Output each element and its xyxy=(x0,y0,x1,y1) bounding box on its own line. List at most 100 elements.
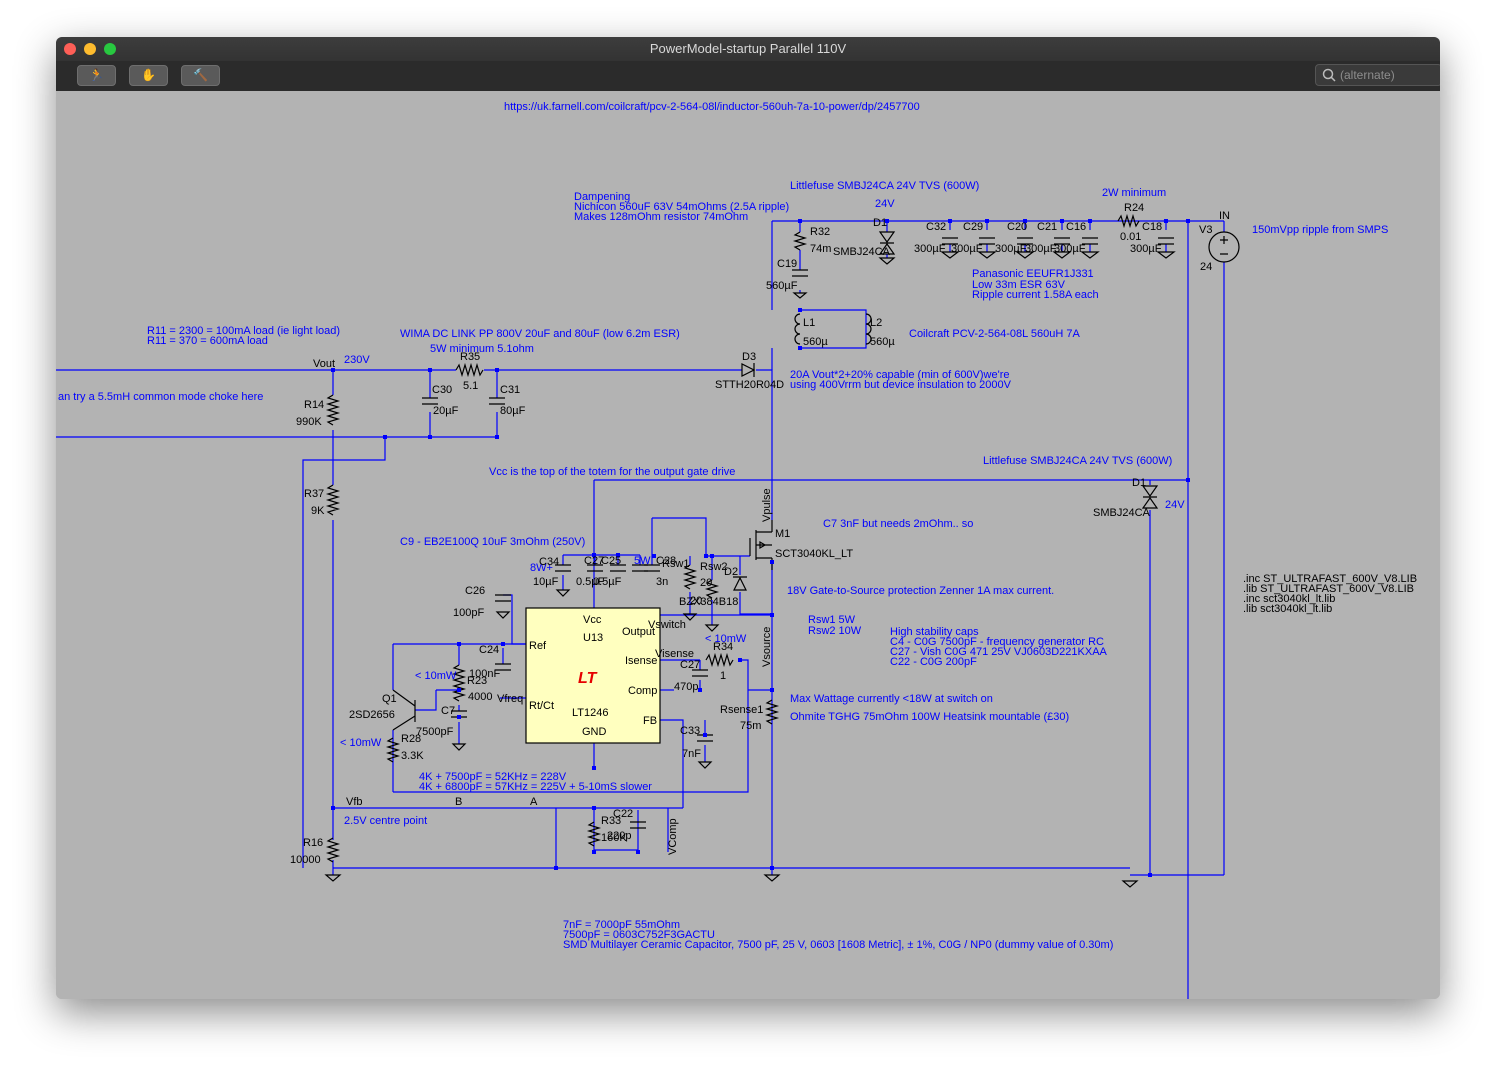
cap-300-label: 300µF xyxy=(1054,243,1086,255)
c33-v-label: 7nF xyxy=(682,748,701,760)
r16-label: R16 xyxy=(303,837,323,849)
u13-label: U13 xyxy=(583,632,603,644)
r28-label: R28 xyxy=(401,733,421,745)
c29-label: C29 xyxy=(963,221,983,233)
rsw1-label: Rsw1 xyxy=(662,558,690,570)
q1-part-label: 2SD2656 xyxy=(349,709,395,721)
r33-v-label: 160K xyxy=(601,832,627,844)
rsw-note-line2: Rsw2 10W xyxy=(808,625,862,637)
c24-v-label: 100nF xyxy=(469,668,500,680)
junction-dots xyxy=(331,219,1190,877)
mw10-label-c: < 10mW xyxy=(340,737,382,749)
d3-label: D3 xyxy=(742,351,756,363)
toolbar: 🏃 ✋ 🔨 (alternate) xyxy=(56,61,1440,92)
bottom-line3: SMD Multilayer Ceramic Capacitor, 7500 p… xyxy=(563,939,1113,951)
c25-label: C25 xyxy=(601,555,621,567)
lt1246-ic[interactable] xyxy=(525,607,661,744)
c33-label: C33 xyxy=(680,725,700,737)
w8-label: 8W+ xyxy=(530,562,553,574)
lt1246-label: LT1246 xyxy=(572,707,609,719)
spice-directives: .inc ST_ULTRAFAST_600V_V8.LIB .lib ST_UL… xyxy=(1243,573,1417,615)
q1-label: Q1 xyxy=(382,693,397,705)
c25-v2-label: 0.5µF xyxy=(593,576,622,588)
c22-v-label: 220p xyxy=(607,830,631,842)
cap-300-label: 300µF xyxy=(914,243,946,255)
comp-pin-label: Comp xyxy=(628,685,657,697)
schematic-canvas[interactable]: Vcc U13 Output Ref Isense Comp Rt/Ct FB … xyxy=(56,91,1440,999)
vfreq-label: Vfreq xyxy=(497,693,523,705)
c30-label: C30 xyxy=(432,384,452,396)
c18-label: C18 xyxy=(1142,221,1162,233)
rtct-pin-label: Rt/Ct xyxy=(529,700,554,712)
halt-icon: ✋ xyxy=(141,68,156,82)
c28-v-label: 3n xyxy=(656,576,668,588)
r24-label: R24 xyxy=(1124,202,1144,214)
d2-part-label: BZX384B18 xyxy=(679,596,738,608)
vswitch-label: Vswitch xyxy=(648,619,686,631)
component-labels: D1 SMBJ24CA R32 74m C19 560µF C32 C29 C2… xyxy=(290,202,1230,866)
c34-v-label: 10µF xyxy=(533,576,559,588)
title-bar: PowerModel-startup Parallel 110V xyxy=(56,37,1440,61)
w2-min-note: 2W minimum xyxy=(1102,187,1166,199)
c16-label: C16 xyxy=(1066,221,1086,233)
cap-300-label: 300µF xyxy=(995,243,1027,255)
zoom-button[interactable] xyxy=(104,43,116,55)
r32-label: R32 xyxy=(810,226,830,238)
search-field[interactable]: (alternate) xyxy=(1315,64,1440,86)
schematic-drawing[interactable]: Vcc U13 Output Ref Isense Comp Rt/Ct FB … xyxy=(56,91,1440,999)
halt-button[interactable]: ✋ xyxy=(129,65,168,86)
components[interactable] xyxy=(324,213,1240,888)
l2-v-label: 560µ xyxy=(870,336,895,348)
ltspice-window: PowerModel-startup Parallel 110V 🏃 ✋ 🔨 (… xyxy=(56,37,1440,999)
l1-label: L1 xyxy=(803,317,815,329)
c9-note: C9 - EB2E100Q 10uF 3mOhm (250V) xyxy=(400,536,585,548)
r11-line2: R11 = 370 = 600mA load xyxy=(147,335,268,347)
w5-label: 5W xyxy=(634,555,651,567)
vout-label: Vout xyxy=(313,358,335,370)
farnell-url: https://uk.farnell.com/coilcraft/pcv-2-5… xyxy=(504,101,920,113)
window-title: PowerModel-startup Parallel 110V xyxy=(649,41,847,56)
zener-note: 18V Gate-to-Source protection Zenner 1A … xyxy=(787,585,1054,597)
freq-line2: 4K + 6800pF = 57KHz = 225V + 5-10mS slow… xyxy=(419,781,652,793)
comments: https://uk.farnell.com/coilcraft/pcv-2-5… xyxy=(58,101,1388,951)
l2-label: L2 xyxy=(870,317,882,329)
minimize-button[interactable] xyxy=(84,43,96,55)
mw10-label-b: < 10mW xyxy=(415,670,457,682)
close-button[interactable] xyxy=(64,43,76,55)
choke-note: an try a 5.5mH common mode choke here xyxy=(58,391,263,403)
coilcraft-note: Coilcraft PCV-2-564-08L 560uH 7A xyxy=(909,328,1080,340)
r16-v-label: 10000 xyxy=(290,854,321,866)
c19-label: C19 xyxy=(777,258,797,270)
d1-top-part-label: SMBJ24CA xyxy=(833,246,891,258)
rsense1-v-label: 75m xyxy=(740,720,761,732)
c27-label: C27 xyxy=(680,659,700,671)
vcc-pin-label: Vcc xyxy=(583,614,602,626)
output-pin-label: Output xyxy=(622,626,655,638)
r23-v-label: 4000 xyxy=(468,691,492,703)
c31-label: C31 xyxy=(500,384,520,396)
lt-logo: LT xyxy=(578,670,598,687)
c28-label: C28 xyxy=(656,555,676,567)
search-placeholder: (alternate) xyxy=(1340,68,1395,82)
directive-3: .inc sct3040kl_lt.lib xyxy=(1243,593,1335,605)
vfb-label: Vfb xyxy=(346,796,363,808)
ic-pin-labels: Vcc U13 Output Ref Isense Comp Rt/Ct FB … xyxy=(529,614,657,738)
vpulse-label: Vpulse xyxy=(761,488,773,522)
wires[interactable] xyxy=(56,220,1225,999)
directive-4: .lib sct3040kl_lt.lib xyxy=(1243,603,1332,615)
r14-v-label: 990K xyxy=(296,416,322,428)
dampening-line1: Dampening xyxy=(574,191,630,203)
r37-label: R37 xyxy=(304,488,324,500)
hammer-button[interactable]: 🔨 xyxy=(181,65,220,86)
b-label: B xyxy=(455,796,462,808)
caps-note-line1: High stability caps xyxy=(890,626,979,638)
d3-note-line1: 20A Vout*2+20% capable (min of 600V)we'r… xyxy=(790,369,1010,381)
l1-v-label: 560µ xyxy=(803,336,828,348)
c34-label: C34 xyxy=(539,556,559,568)
run-button[interactable]: 🏃 xyxy=(77,65,116,86)
r32-v-label: 74m xyxy=(810,243,831,255)
c27-top-label: C27 xyxy=(584,555,604,567)
c22-label: C22 xyxy=(613,808,633,820)
a-label: A xyxy=(530,796,538,808)
v3-v-label: 24 xyxy=(1200,261,1212,273)
